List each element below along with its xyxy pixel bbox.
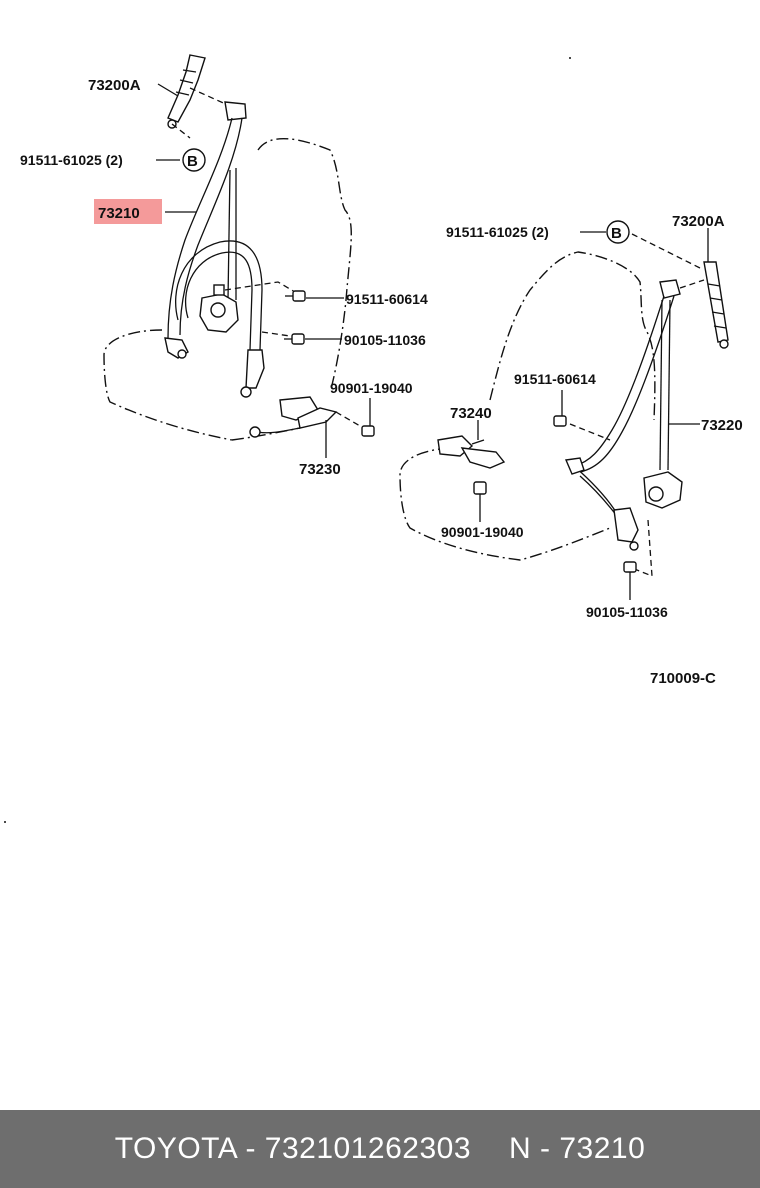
right-bolt-60614-part: [553, 415, 567, 427]
right-leaders: [477, 228, 709, 600]
circle-b-right-icon: [606, 220, 630, 244]
parts-diagram: 73200A 91511-61025 (2) B 73210 91511-606…: [4, 54, 743, 823]
circle-b-left-icon: [182, 148, 206, 172]
highlight-box-73210: [94, 199, 162, 224]
footer-ref: N - 73210: [509, 1132, 646, 1165]
label-73210-highlight[interactable]: 73210: [98, 205, 140, 222]
left-seat-belt: [164, 54, 375, 438]
diagram-code: 710009-C: [650, 670, 716, 687]
label-91511-61025-left: 91511-61025 (2): [20, 152, 123, 168]
left-bolt-60614-part: [285, 290, 306, 302]
speck: [569, 57, 571, 59]
label-73220: 73220: [701, 417, 743, 434]
label-91511-60614-right: 91511-60614: [514, 371, 596, 387]
right-nut-19040-part: [473, 481, 487, 495]
label-90901-19040-left: 90901-19040: [330, 380, 413, 396]
left-nut-19040-part: [361, 425, 375, 437]
right-seat-belt: [437, 233, 729, 577]
label-73230: 73230: [299, 461, 341, 478]
label-73240: 73240: [450, 405, 492, 422]
label-90105-11036-left: 90105-11036: [344, 332, 426, 348]
left-bolt-11036-part: [284, 333, 305, 345]
label-73200a-left: 73200A: [88, 77, 141, 94]
footer-brand-part: TOYOTA - 732101262303: [114, 1132, 472, 1165]
footer-bar: TOYOTA - 732101262303 N - 73210: [0, 1110, 760, 1188]
left-seat-outline: [103, 138, 352, 441]
label-73200a-right: 73200A: [672, 213, 725, 230]
speck: [4, 821, 6, 823]
right-bolt-11036-part: [623, 561, 637, 573]
label-91511-61025-right: 91511-61025 (2): [446, 224, 549, 240]
label-91511-60614-left: 91511-60614: [346, 291, 428, 307]
label-b-left: B: [187, 153, 198, 170]
label-90901-19040-right: 90901-19040: [441, 524, 524, 540]
label-90105-11036-right: 90105-11036: [586, 604, 668, 620]
left-leaders: [156, 83, 371, 458]
label-b-right: B: [611, 225, 622, 242]
